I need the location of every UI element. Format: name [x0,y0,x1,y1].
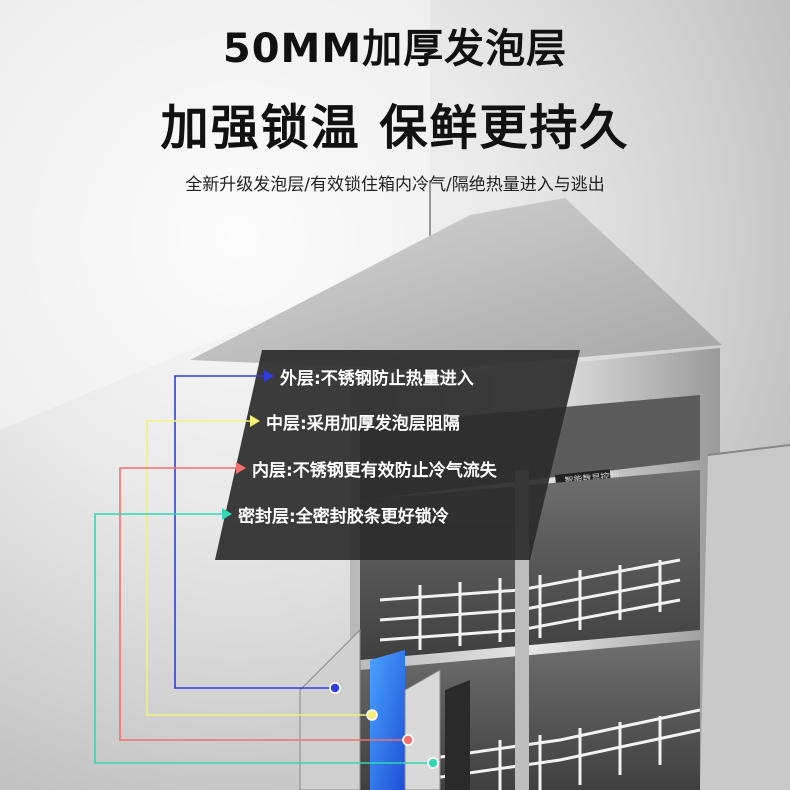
page-title: 50MM加厚发泡层 [215,16,575,74]
headline: 加强锁温 保鲜更持久 [160,100,630,156]
callout-panel-bg [215,350,580,560]
callout-label: 中层:采用加厚发泡层阻隔 [266,413,460,434]
callout-label: 密封层:全密封胶条更好锁冷 [238,506,449,527]
arrow-icon [264,370,274,382]
door-foam-layer [370,650,405,790]
door-seal-layer [445,680,470,790]
freezer-door-right [700,445,790,790]
title-wrap: 50MM加厚发泡层 [0,16,790,74]
callout-outer-layer: 外层:不锈钢防止热量进入 [264,364,474,389]
connector-dot-outer [329,682,341,694]
title-text: 50MM加厚发泡层 [222,26,568,72]
arrow-icon [222,508,232,520]
connector-inner [119,467,408,741]
connector-dot-inner [402,734,414,746]
subline: 全新升级发泡层/有效锁住箱内冷气/隔绝热量进入与逃出 [185,175,605,195]
connector-middle [146,420,372,716]
callout-label: 内层:不锈钢更有效防止冷气流失 [252,460,497,481]
callout-panel: 外层:不锈钢防止热量进入 中层:采用加厚发泡层阻隔 内层:不锈钢更有效防止冷气流… [210,355,580,560]
door-outer-layer [299,628,361,790]
connector-dot-seal [427,757,439,769]
connector-dot-middle [366,709,378,721]
door-inner-layer [404,669,441,790]
callout-middle-layer: 中层:采用加厚发泡层阻隔 [250,409,460,434]
callout-label: 外层:不锈钢防止热量进入 [280,368,474,389]
connector-outer [174,375,335,689]
callout-seal-layer: 密封层:全密封胶条更好锁冷 [222,502,449,527]
arrow-icon [250,415,260,427]
freezer-top [190,198,722,370]
arrow-icon [236,462,246,474]
connector-seal [94,513,433,764]
callout-inner-layer: 内层:不锈钢更有效防止冷气流失 [236,456,497,481]
